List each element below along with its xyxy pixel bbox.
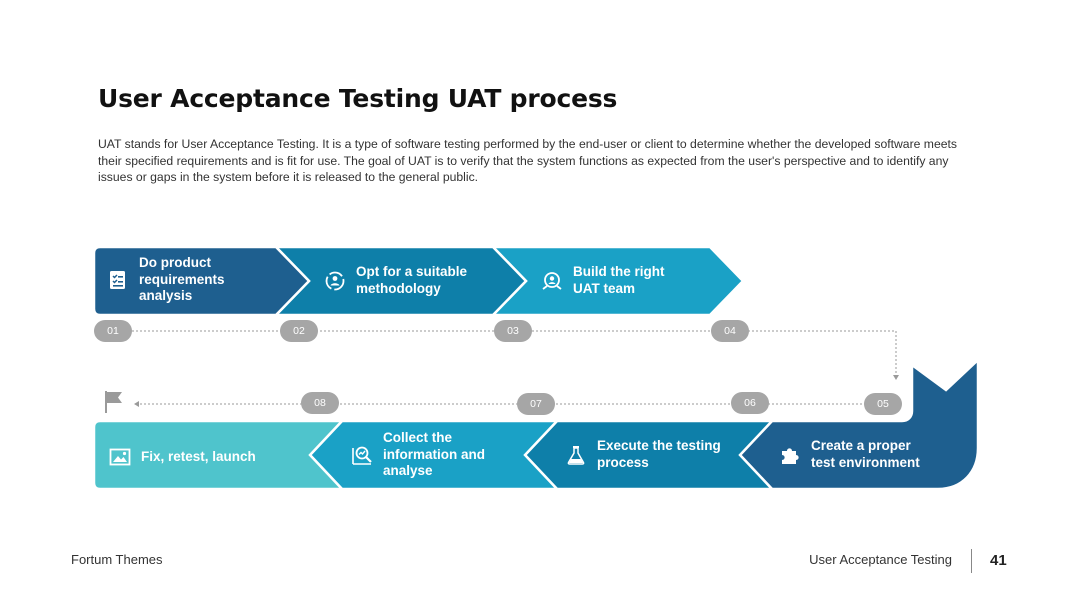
analysis-icon <box>352 446 372 465</box>
step-08-arrow <box>92 419 345 491</box>
step-02: Opt for a suitable methodology <box>324 264 489 297</box>
step-07: Collect the information and analyse <box>351 430 521 480</box>
step-badge-04: 04 <box>711 320 749 342</box>
step-01-label: Do product requirements analysis <box>139 255 225 303</box>
team-icon <box>542 271 562 290</box>
footer-brand: Fortum Themes <box>71 552 163 567</box>
puzzle-icon <box>782 447 799 464</box>
step-badge-08: 08 <box>301 392 339 414</box>
page-number: 41 <box>990 552 1007 569</box>
step-badge-01: 01 <box>94 320 132 342</box>
checklist-icon <box>110 270 125 289</box>
gear-cycle-icon <box>755 271 773 290</box>
step-badge-02: 02 <box>280 320 318 342</box>
step-02-label: Opt for a suitable methodology <box>356 264 468 296</box>
step-05-label: Create a proper test environment <box>811 438 920 470</box>
footer-divider <box>971 549 972 573</box>
step-badge-05: 05 <box>864 393 902 415</box>
step-03-label: Build the right UAT team <box>573 264 665 296</box>
step-badge-07: 07 <box>517 393 555 415</box>
step-03: Build the right UAT team <box>541 264 701 297</box>
step-01: Do product requirements analysis <box>107 255 272 305</box>
step-06-label: Execute the testing process <box>597 438 721 470</box>
flask-icon <box>567 445 585 465</box>
step-05: Create a proper test environment <box>779 438 954 471</box>
step-badge-06: 06 <box>731 392 769 414</box>
step-05-arrow <box>738 357 980 491</box>
step-04-label: Set up the required testing tools <box>785 264 909 296</box>
slide-description: UAT stands for User Acceptance Testing. … <box>98 137 957 184</box>
step-04: Set up the required testing tools <box>753 264 913 297</box>
timeline-down-arrowhead <box>893 375 899 380</box>
footer-section-title: User Acceptance Testing <box>809 552 952 567</box>
step-badge-03: 03 <box>494 320 532 342</box>
launch-image-icon <box>109 448 131 466</box>
methodology-cycle-icon <box>325 271 345 290</box>
timeline-left-arrowhead <box>134 401 139 407</box>
step-01-arrow <box>92 245 311 317</box>
step-08: Fix, retest, launch <box>109 446 299 468</box>
step-07-label: Collect the information and analyse <box>383 430 485 478</box>
step-06: Execute the testing process <box>565 438 735 471</box>
step-08-label: Fix, retest, launch <box>141 448 256 464</box>
flag-icon <box>105 391 122 413</box>
slide-title: User Acceptance Testing UAT process <box>98 84 618 113</box>
